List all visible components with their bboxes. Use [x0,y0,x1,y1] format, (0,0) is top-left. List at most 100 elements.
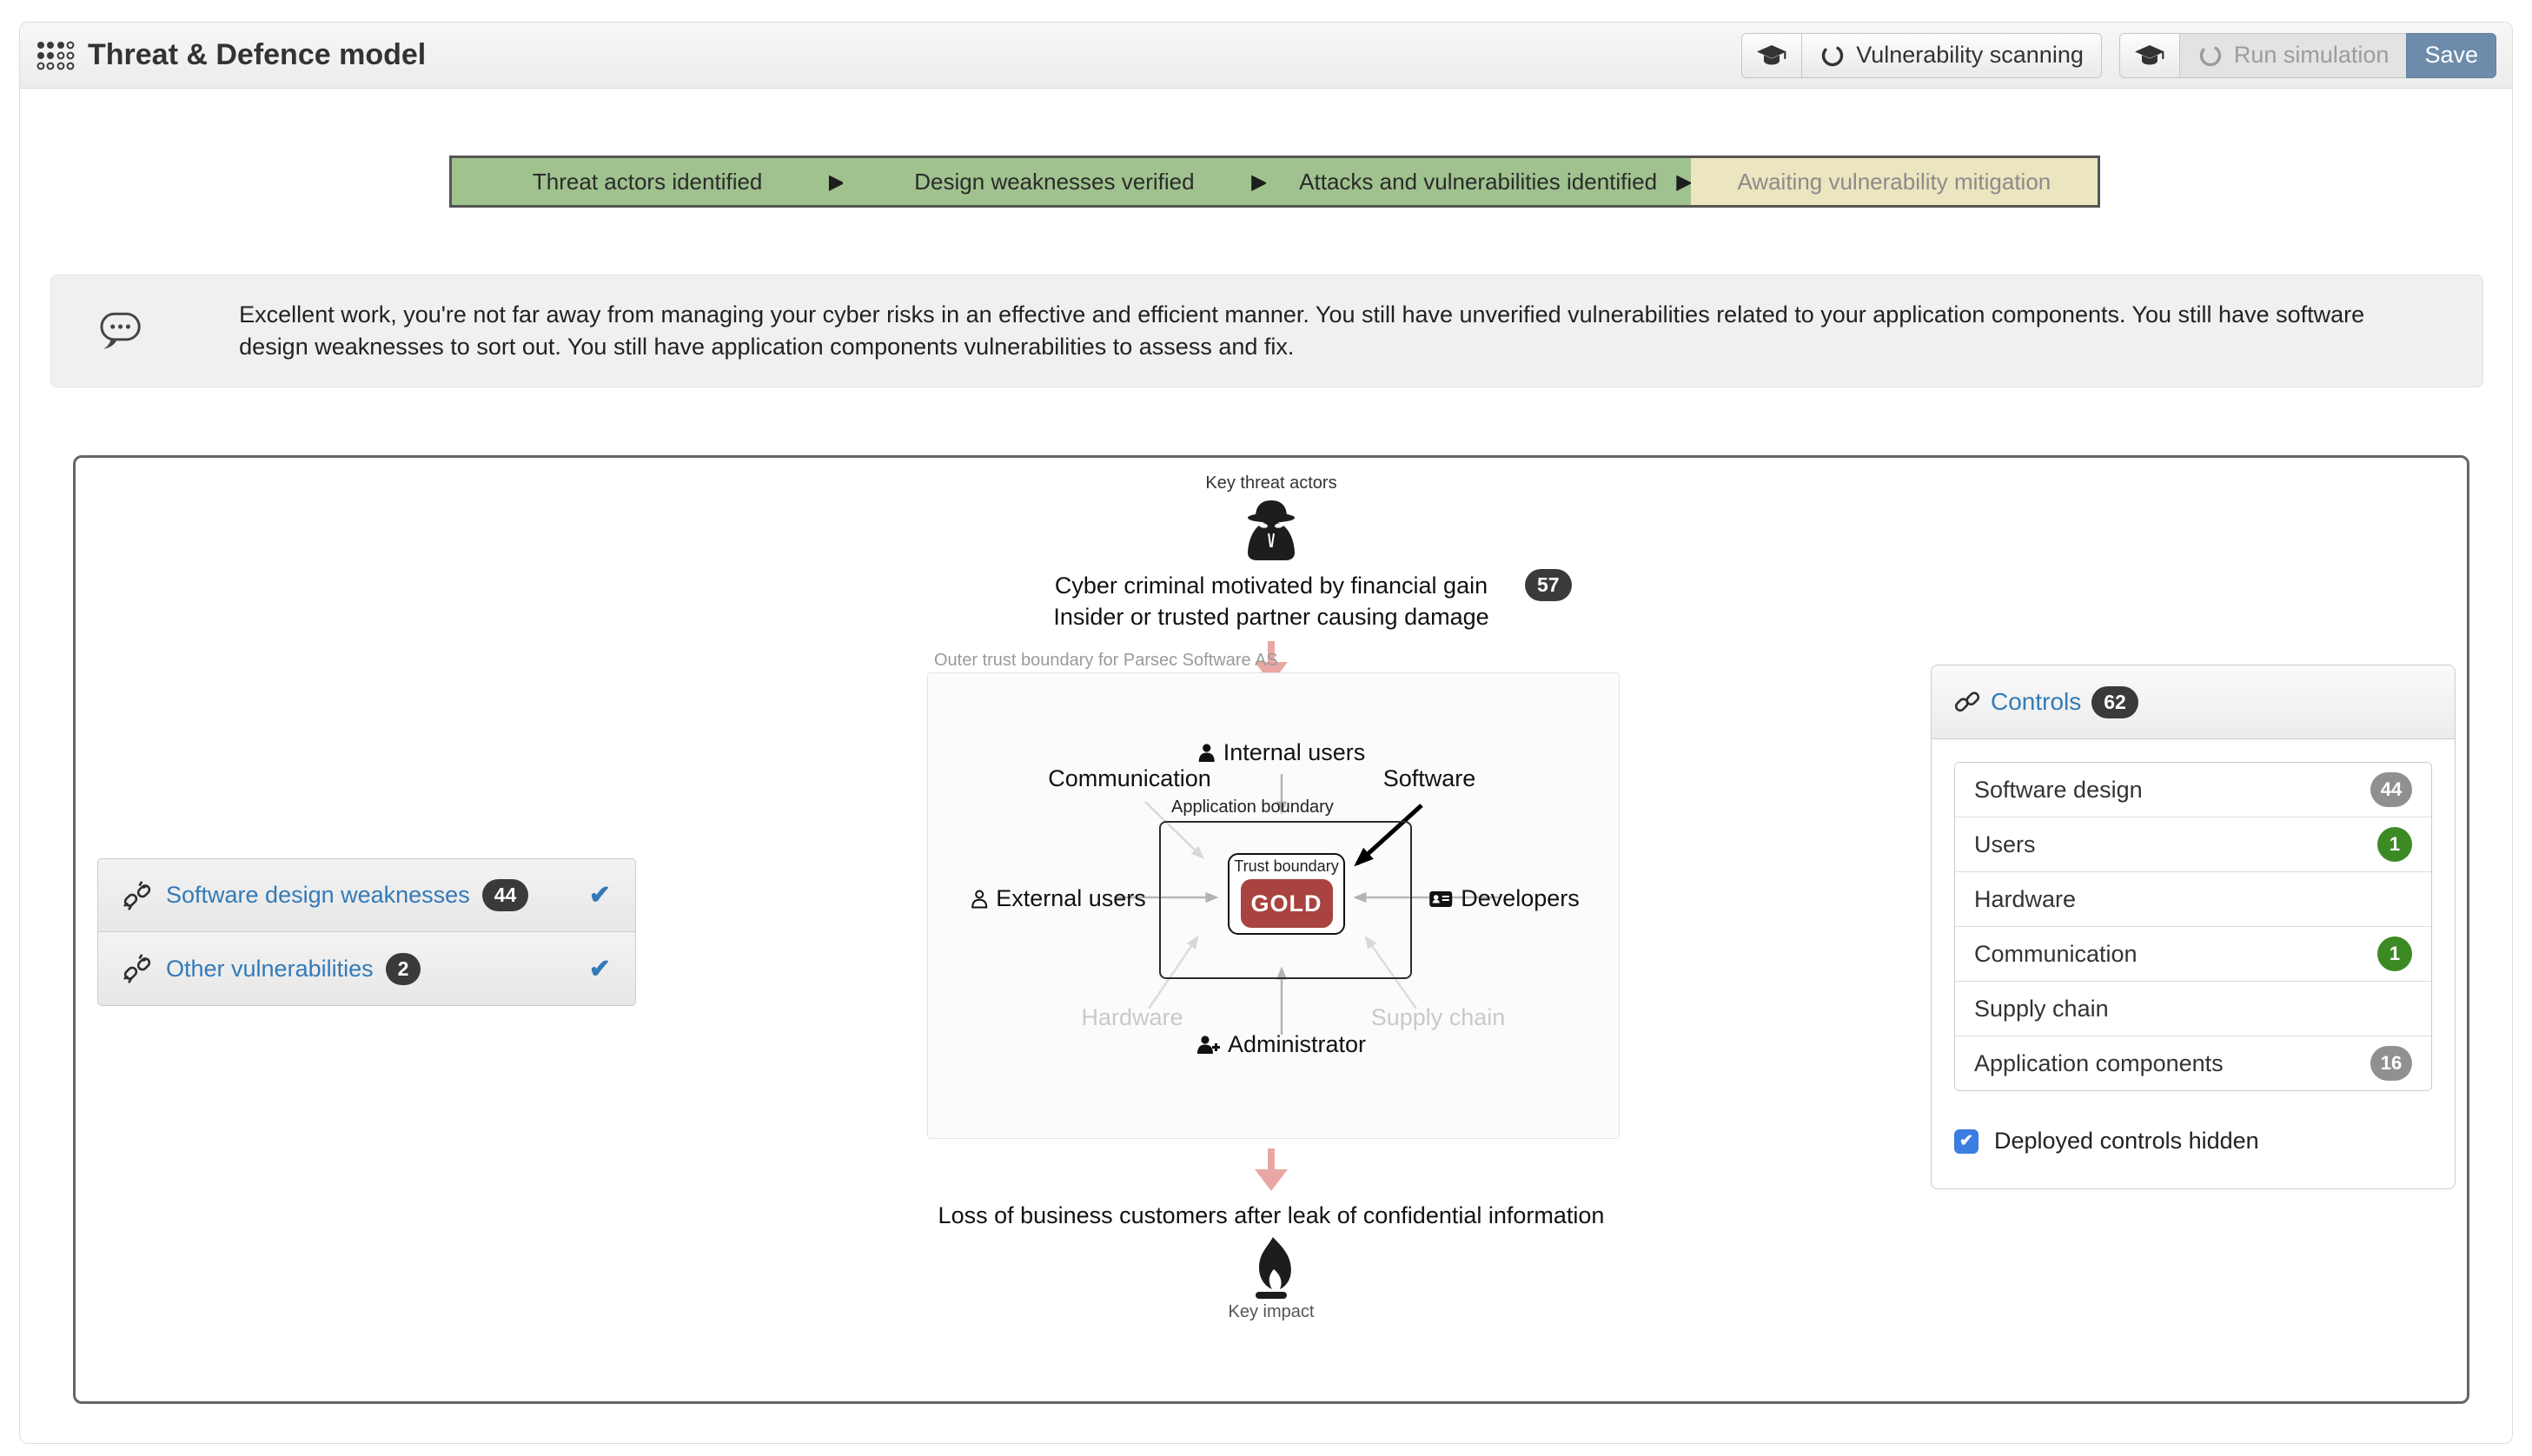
progress-stage-label: Attacks and vulnerabilities identified [1299,168,1658,195]
threat-count-badge: 57 [1525,569,1572,601]
control-count-badge: 1 [2377,936,2412,971]
chain-link-icon [1954,692,1980,712]
simulation-group: Run simulation Save [2118,32,2496,78]
vulnerability-scanning-label: Vulnerability scanning [1856,42,2084,68]
vulnerabilities-panel: Software design weaknesses 44 Other vuln… [97,858,636,1006]
controls-count-badge: 62 [2091,685,2138,718]
progress-stage: Threat actors identified [452,158,844,205]
outer-trust-boundary-label: Outer trust boundary for Parsec Software… [934,651,1278,670]
impact-flow-arrow-icon [1255,1148,1288,1191]
node-label: External users [996,885,1146,911]
progress-stage-label: Awaiting vulnerability mitigation [1737,168,2051,195]
app-window: Threat & Defence model Vulnerability sca… [19,22,2513,1444]
toolbar-actions: Vulnerability scanning Run simulation [1741,32,2496,78]
node-internal-users[interactable]: Internal users [1198,739,1366,766]
vulnerability-row[interactable]: Software design weaknesses 44 [97,858,636,932]
progress-stage-label: Design weaknesses verified [914,168,1195,195]
controls-body: Software design 44 Users 1 Hardware Comm… [1932,739,2455,1177]
node-hardware[interactable]: Hardware [1081,1004,1183,1031]
vulnerability-scanning-tutorial-button[interactable] [1741,32,1803,78]
broken-link-icon [123,880,151,910]
save-button[interactable]: Save [2406,32,2496,78]
node-label: Supply chain [1370,1004,1506,1030]
person-outline-icon [971,890,988,908]
flame-icon[interactable] [1243,1236,1299,1300]
node-communication[interactable]: Communication [1048,765,1211,792]
progress-stage: Design weaknesses verified [843,158,1266,205]
threat-actor-spy-icon[interactable] [1238,497,1304,561]
node-label: Administrator [1227,1031,1367,1057]
threat-actor-item[interactable]: Insider or trusted partner causing damag… [1053,604,1489,630]
control-category-row[interactable]: Supply chain [1955,981,2431,1036]
run-simulation-tutorial-button[interactable] [2118,32,2180,78]
progress-stage: Attacks and vulnerabilities identified [1265,158,1691,205]
control-category-label: Application components [1974,1049,2224,1076]
deployed-controls-checkbox[interactable] [1954,1128,1979,1154]
control-count-badge: 44 [2370,772,2412,807]
progress-stage-label: Threat actors identified [532,168,763,195]
key-impact-heading: Key impact [1228,1302,1315,1321]
vulnerability-link[interactable]: Software design weaknesses [166,882,470,908]
refresh-icon [1822,44,1844,66]
deployed-controls-row: Deployed controls hidden [1954,1128,2432,1155]
node-developers[interactable]: Developers [1428,885,1580,912]
node-label: Internal users [1223,739,1366,765]
control-category-label: Communication [1974,940,2138,967]
control-category-label: Hardware [1974,885,2077,912]
controls-panel: Controls 62 Software design 44 Users 1 H… [1931,665,2456,1189]
control-category-label: Software design [1974,776,2143,803]
node-external-users[interactable]: External users [971,885,1146,912]
impact-description[interactable]: Loss of business customers after leak of… [938,1202,1605,1228]
speech-bubble-icon [100,312,141,349]
deployed-controls-label: Deployed controls hidden [1994,1128,2259,1154]
control-category-row[interactable]: Hardware [1955,871,2431,926]
vulnerability-scanning-button[interactable]: Vulnerability scanning [1801,32,2102,78]
node-label: Developers [1461,885,1580,911]
dataflow-arrows [1114,774,1500,1035]
control-count-badge: 1 [2377,827,2412,862]
graduation-cap-icon [1757,44,1787,64]
node-label: Communication [1048,765,1211,791]
control-category-row[interactable]: Software design 44 [1955,763,2431,817]
outer-trust-boundary: Internal users Communication Software Ex… [927,672,1620,1139]
control-category-row[interactable]: Application components 16 [1955,1036,2431,1090]
vulnerability-row[interactable]: Other vulnerabilities 2 [97,932,636,1006]
advice-banner: Excellent work, you're not far away from… [50,275,2483,387]
verified-check-icon [589,880,611,910]
vulnerability-link[interactable]: Other vulnerabilities [166,955,374,982]
node-label: Software [1382,765,1476,791]
application-boundary [1159,821,1412,979]
advice-message: Excellent work, you're not far away from… [239,301,2365,360]
control-category-row[interactable]: Users 1 [1955,817,2431,871]
node-administrator[interactable]: Administrator [1196,1031,1367,1058]
verified-check-icon [589,954,611,984]
person-plus-icon [1196,1035,1220,1054]
progress-stage: Awaiting vulnerability mitigation [1690,158,2098,205]
page-title: Threat & Defence model [88,38,427,71]
person-filled-icon [1198,743,1215,762]
node-software[interactable]: Software [1383,765,1476,792]
asset-gold[interactable]: GOLD [1240,879,1333,928]
graduation-cap-icon [2134,44,2164,64]
control-category-row[interactable]: Communication 1 [1955,926,2431,981]
control-category-label: Users [1974,831,2036,857]
node-supply-chain[interactable]: Supply chain [1371,1004,1506,1031]
control-count-badge: 16 [2370,1046,2412,1081]
threat-actors-heading: Key threat actors [1205,473,1337,493]
app-logo-icon [36,41,75,69]
vulnerability-count-badge: 2 [385,952,421,985]
model-canvas: Key threat actors Cyber criminal motivat… [73,455,2469,1404]
threat-actor-item[interactable]: Cyber criminal motivated by financial ga… [1054,572,1488,599]
refresh-icon [2199,44,2222,66]
progress-tracker: Threat actors identified Design weakness… [449,156,2100,208]
run-simulation-button[interactable]: Run simulation [2178,32,2408,78]
broken-link-icon [123,954,151,983]
threat-actor-list: Cyber criminal motivated by financial ga… [1053,570,1488,632]
controls-header: Controls 62 [1932,665,2455,739]
vulnerability-scanning-group: Vulnerability scanning [1741,32,2102,78]
threat-actors-block: Key threat actors Cyber criminal motivat… [76,473,2467,685]
controls-table: Software design 44 Users 1 Hardware Comm… [1954,762,2432,1091]
controls-title-link[interactable]: Controls [1991,688,2082,715]
application-boundary-label: Application boundary [1171,797,1334,817]
id-card-icon [1429,890,1453,907]
